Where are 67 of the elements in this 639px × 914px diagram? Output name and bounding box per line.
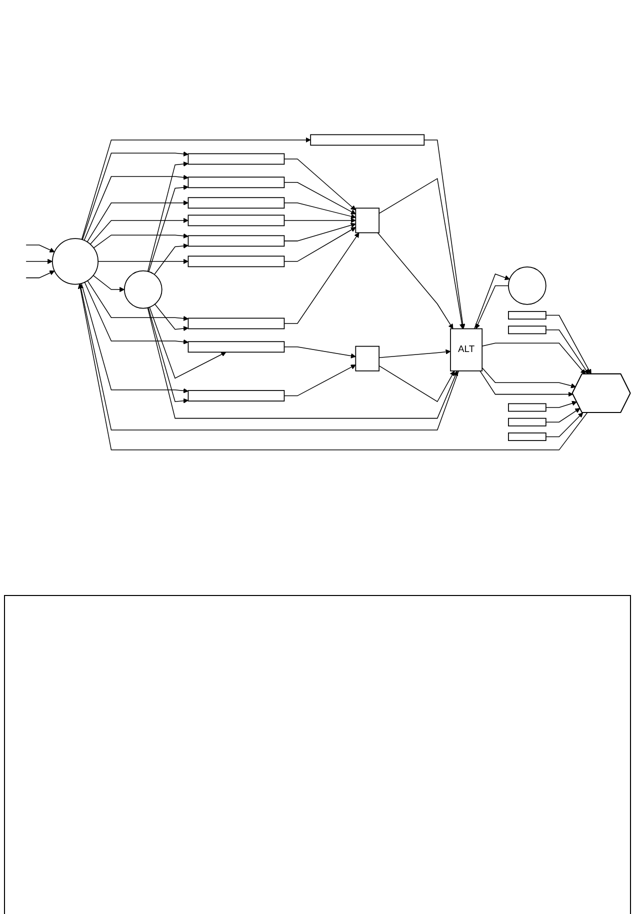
- arrow: [80, 138, 310, 240]
- arrow: [376, 232, 453, 330]
- node-bar: [508, 432, 546, 442]
- node-box: [187, 176, 284, 188]
- arrow: [25, 259, 52, 264]
- arrow: [545, 412, 583, 438]
- arrow: [83, 174, 188, 241]
- arrow: [283, 227, 356, 262]
- arrow: [154, 304, 188, 332]
- arrow: [378, 350, 450, 358]
- arrow: [378, 178, 464, 330]
- node-box: [187, 318, 284, 330]
- node-box: [187, 197, 284, 209]
- node-box: [187, 214, 284, 226]
- arrow: [474, 286, 508, 330]
- node-circle: [123, 270, 162, 309]
- arrow: [283, 202, 356, 220]
- arrow: [147, 307, 188, 404]
- arrow: [378, 366, 454, 402]
- arrow: [92, 275, 124, 292]
- arrow: [25, 270, 54, 278]
- arrow: [481, 342, 586, 375]
- node-bar: [508, 326, 546, 334]
- node-bar: [508, 418, 546, 427]
- arrow: [86, 200, 188, 243]
- node-box: [354, 208, 380, 234]
- arrow: [545, 330, 588, 375]
- arrow: [148, 185, 188, 272]
- arrow: [82, 152, 188, 240]
- arrow: [146, 162, 188, 272]
- node-box: [354, 346, 380, 372]
- arrow: [86, 280, 188, 322]
- node-box: ALT: [450, 328, 482, 372]
- arrow: [283, 222, 356, 242]
- node-box: [187, 341, 284, 353]
- arrow: [479, 370, 573, 398]
- arrow: [77, 284, 588, 450]
- arrow: [283, 218, 356, 224]
- arrow: [283, 346, 356, 359]
- arrow: [92, 234, 188, 248]
- arrow: [148, 306, 226, 379]
- arrow: [89, 218, 188, 245]
- node-box: [187, 390, 284, 402]
- arrow: [146, 308, 458, 419]
- arrow: [84, 282, 188, 345]
- arrow: [283, 158, 356, 211]
- arrow: [283, 364, 356, 396]
- node-box: [187, 256, 284, 268]
- arrow: [25, 244, 54, 253]
- arrow: [80, 283, 188, 394]
- arrow: [481, 368, 576, 388]
- arrow: [545, 315, 591, 375]
- arrow: [283, 232, 359, 324]
- node-bar: [508, 311, 546, 320]
- arrow: [283, 182, 356, 214]
- arrow: [473, 274, 510, 330]
- arrow: [423, 140, 465, 330]
- node-circle: [51, 238, 98, 285]
- arrow: [545, 401, 576, 408]
- node-bar: [508, 403, 546, 412]
- node-box: [310, 134, 424, 146]
- arrow: [97, 259, 188, 264]
- node-box: [187, 153, 284, 165]
- node-box: [187, 235, 284, 247]
- arrow: [545, 408, 580, 423]
- node-circle: [508, 266, 546, 306]
- arrow: [153, 244, 188, 276]
